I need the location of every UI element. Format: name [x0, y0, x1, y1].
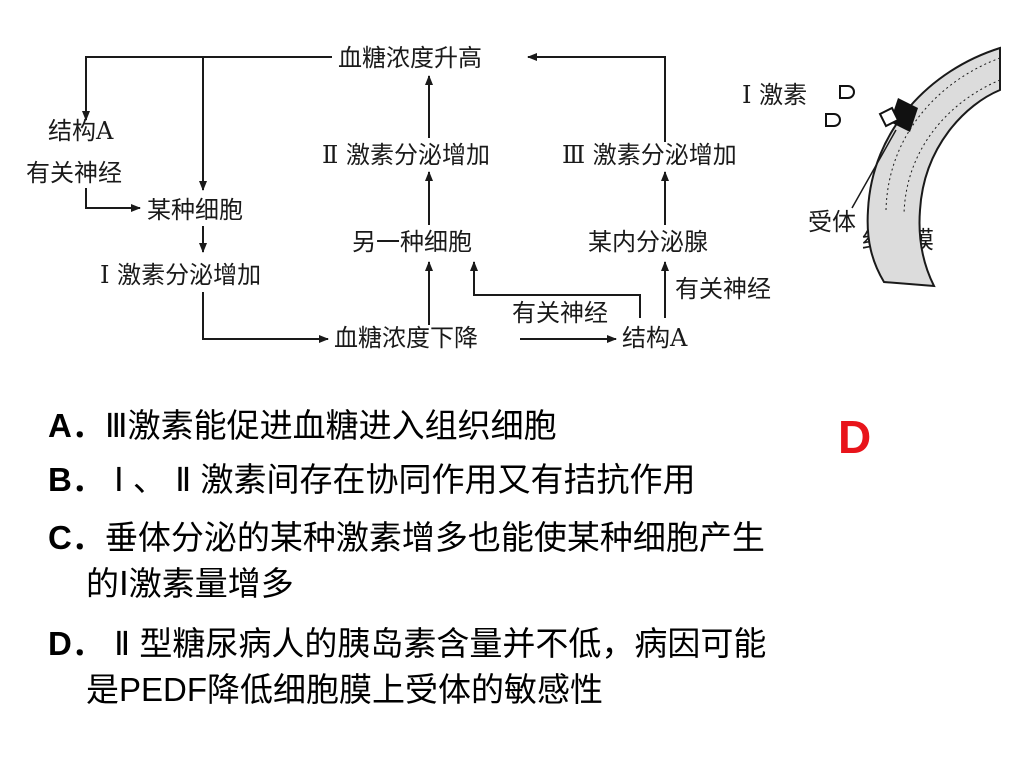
option-c-text-line-2: 的Ⅰ激素量增多 — [86, 565, 294, 602]
bound-hormone-shape — [878, 106, 900, 128]
option-d-letter: D． — [48, 625, 105, 662]
receptor-pointer-line — [851, 129, 897, 209]
another-cell-node: 另一种细胞 — [352, 228, 472, 256]
related-nerve-right-label: 有关神经 — [675, 275, 771, 303]
hormone-1-label: Ⅰ 激素 — [742, 81, 807, 109]
arrow-hormone-1-to-fall — [202, 292, 329, 343]
answer-label: D — [838, 411, 872, 463]
option-c-text-line-1: 垂体分泌的某种激素增多也能使某种细胞产生 — [104, 519, 765, 556]
arrow-hormone-3-to-rise — [527, 53, 666, 142]
endocrine-gland-node: 某内分泌腺 — [588, 228, 708, 256]
cell-membrane-illustration — [825, 46, 1001, 288]
hormone-molecule-1 — [839, 85, 855, 99]
some-cell-node: 某种细胞 — [147, 196, 243, 224]
option-c-continuation: 的Ⅰ激素量增多 — [86, 562, 294, 606]
related-nerve-bottom-label: 有关神经 — [512, 299, 608, 327]
option-c: C．垂体分泌的某种激素增多也能使某种细胞产生 — [48, 516, 765, 560]
option-d: D． Ⅱ 型糖尿病人的胰岛素含量并不低，病因可能 — [48, 622, 766, 666]
structure-a-bottom-node: 结构A — [622, 324, 688, 352]
option-b-letter: B． — [48, 461, 105, 498]
option-d-text-line-1: Ⅱ 型糖尿病人的胰岛素含量并不低，病因可能 — [104, 625, 767, 662]
option-a: A．Ⅲ激素能促进血糖进入组织细胞 — [48, 404, 557, 448]
option-d-continuation: 是PEDF降低细胞膜上受体的敏感性 — [86, 668, 603, 712]
glucose-fall-node: 血糖浓度下降 — [334, 324, 478, 352]
arrow-structure-a-to-another-cell — [470, 261, 641, 318]
option-c-letter: C． — [48, 519, 105, 556]
option-b-text: Ⅰ 、 Ⅱ 激素间存在协同作用又有拮抗作用 — [104, 461, 696, 498]
option-a-letter: A． — [48, 407, 105, 444]
related-nerve-left-label: 有关神经 — [26, 159, 122, 187]
hormone-2-secretion-node: Ⅱ 激素分泌增加 — [322, 141, 490, 169]
option-d-text-line-2: 是PEDF降低细胞膜上受体的敏感性 — [86, 671, 604, 708]
receptor-shape — [890, 98, 918, 132]
glucose-regulation-diagram: 血糖浓度升高 结构A 有关神经 某种细胞 Ⅰ 激素分泌增加 Ⅱ 激素分泌增加 Ⅲ… — [26, 44, 1001, 352]
receptor-label: 受体 — [808, 208, 856, 236]
structure-a-top-node: 结构A — [48, 117, 114, 145]
arrow-rise-to-structure-a — [82, 56, 332, 121]
option-b: B． Ⅰ 、 Ⅱ 激素间存在协同作用又有拮抗作用 — [48, 458, 696, 502]
hormone-molecule-2 — [825, 113, 841, 127]
hormone-1-secretion-node: Ⅰ 激素分泌增加 — [100, 261, 261, 289]
arrow-nerve-to-some-cell — [85, 188, 141, 212]
hormone-3-secretion-node: Ⅲ 激素分泌增加 — [562, 141, 737, 169]
option-a-text: Ⅲ激素能促进血糖进入组织细胞 — [104, 407, 557, 444]
glucose-rise-node: 血糖浓度升高 — [338, 44, 482, 72]
